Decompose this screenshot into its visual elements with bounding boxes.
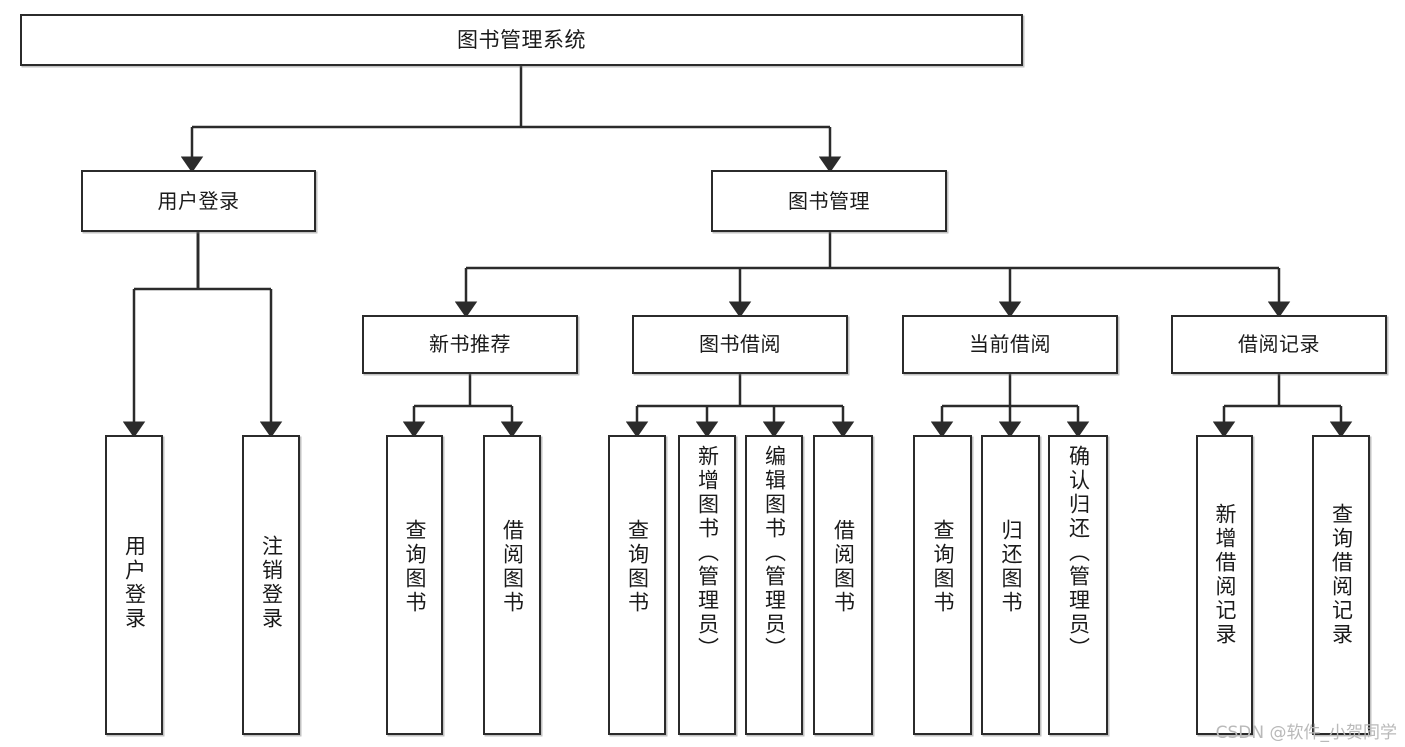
node-root-system[interactable]: 图书管理系统 bbox=[20, 14, 1023, 66]
node-user-login[interactable]: 用户登录 bbox=[81, 170, 316, 232]
node-label: 借阅记录 bbox=[1238, 332, 1320, 356]
leaf-current-borrow-confirm-return[interactable]: 确认归还（管理员） bbox=[1048, 435, 1108, 735]
node-book-management[interactable]: 图书管理 bbox=[711, 170, 947, 232]
node-label: 注销登录 bbox=[259, 535, 284, 631]
node-label: 新增图书（管理员） bbox=[695, 445, 720, 661]
node-label: 查询借阅记录 bbox=[1329, 503, 1354, 647]
node-current-borrow[interactable]: 当前借阅 bbox=[902, 315, 1118, 374]
leaf-borrow-record-query[interactable]: 查询借阅记录 bbox=[1312, 435, 1370, 735]
leaf-user-login-logout[interactable]: 注销登录 bbox=[242, 435, 300, 735]
leaf-new-book-borrow[interactable]: 借阅图书 bbox=[483, 435, 541, 735]
node-label: 用户登录 bbox=[122, 535, 147, 631]
watermark-text: CSDN @软件_小贺同学 bbox=[1215, 723, 1397, 743]
leaf-current-borrow-return[interactable]: 归还图书 bbox=[981, 435, 1040, 735]
node-new-book-recommend[interactable]: 新书推荐 bbox=[362, 315, 578, 374]
node-label: 图书管理系统 bbox=[457, 27, 586, 52]
leaf-book-borrow-borrow[interactable]: 借阅图书 bbox=[813, 435, 873, 735]
node-label: 借阅图书 bbox=[500, 519, 525, 615]
node-label: 归还图书 bbox=[999, 519, 1023, 615]
leaf-borrow-record-add[interactable]: 新增借阅记录 bbox=[1196, 435, 1253, 735]
node-label: 新增借阅记录 bbox=[1213, 503, 1237, 647]
leaf-user-login-login[interactable]: 用户登录 bbox=[105, 435, 163, 735]
leaf-new-book-query[interactable]: 查询图书 bbox=[386, 435, 443, 735]
node-label: 确认归还（管理员） bbox=[1066, 445, 1091, 661]
node-label: 借阅图书 bbox=[831, 519, 856, 615]
leaf-book-borrow-query[interactable]: 查询图书 bbox=[608, 435, 666, 735]
node-label: 新书推荐 bbox=[429, 332, 511, 356]
node-borrow-record[interactable]: 借阅记录 bbox=[1171, 315, 1387, 374]
node-book-borrow[interactable]: 图书借阅 bbox=[632, 315, 848, 374]
leaf-book-borrow-edit[interactable]: 编辑图书（管理员） bbox=[745, 435, 803, 735]
node-label: 用户登录 bbox=[157, 188, 240, 213]
node-label: 编辑图书（管理员） bbox=[762, 445, 787, 661]
node-label: 当前借阅 bbox=[969, 332, 1051, 356]
node-label: 查询图书 bbox=[931, 519, 955, 615]
node-label: 图书借阅 bbox=[699, 332, 781, 356]
node-label: 图书管理 bbox=[788, 188, 870, 213]
leaf-book-borrow-add[interactable]: 新增图书（管理员） bbox=[678, 435, 736, 735]
leaf-current-borrow-query[interactable]: 查询图书 bbox=[913, 435, 972, 735]
node-label: 查询图书 bbox=[403, 519, 427, 615]
node-label: 查询图书 bbox=[625, 519, 650, 615]
